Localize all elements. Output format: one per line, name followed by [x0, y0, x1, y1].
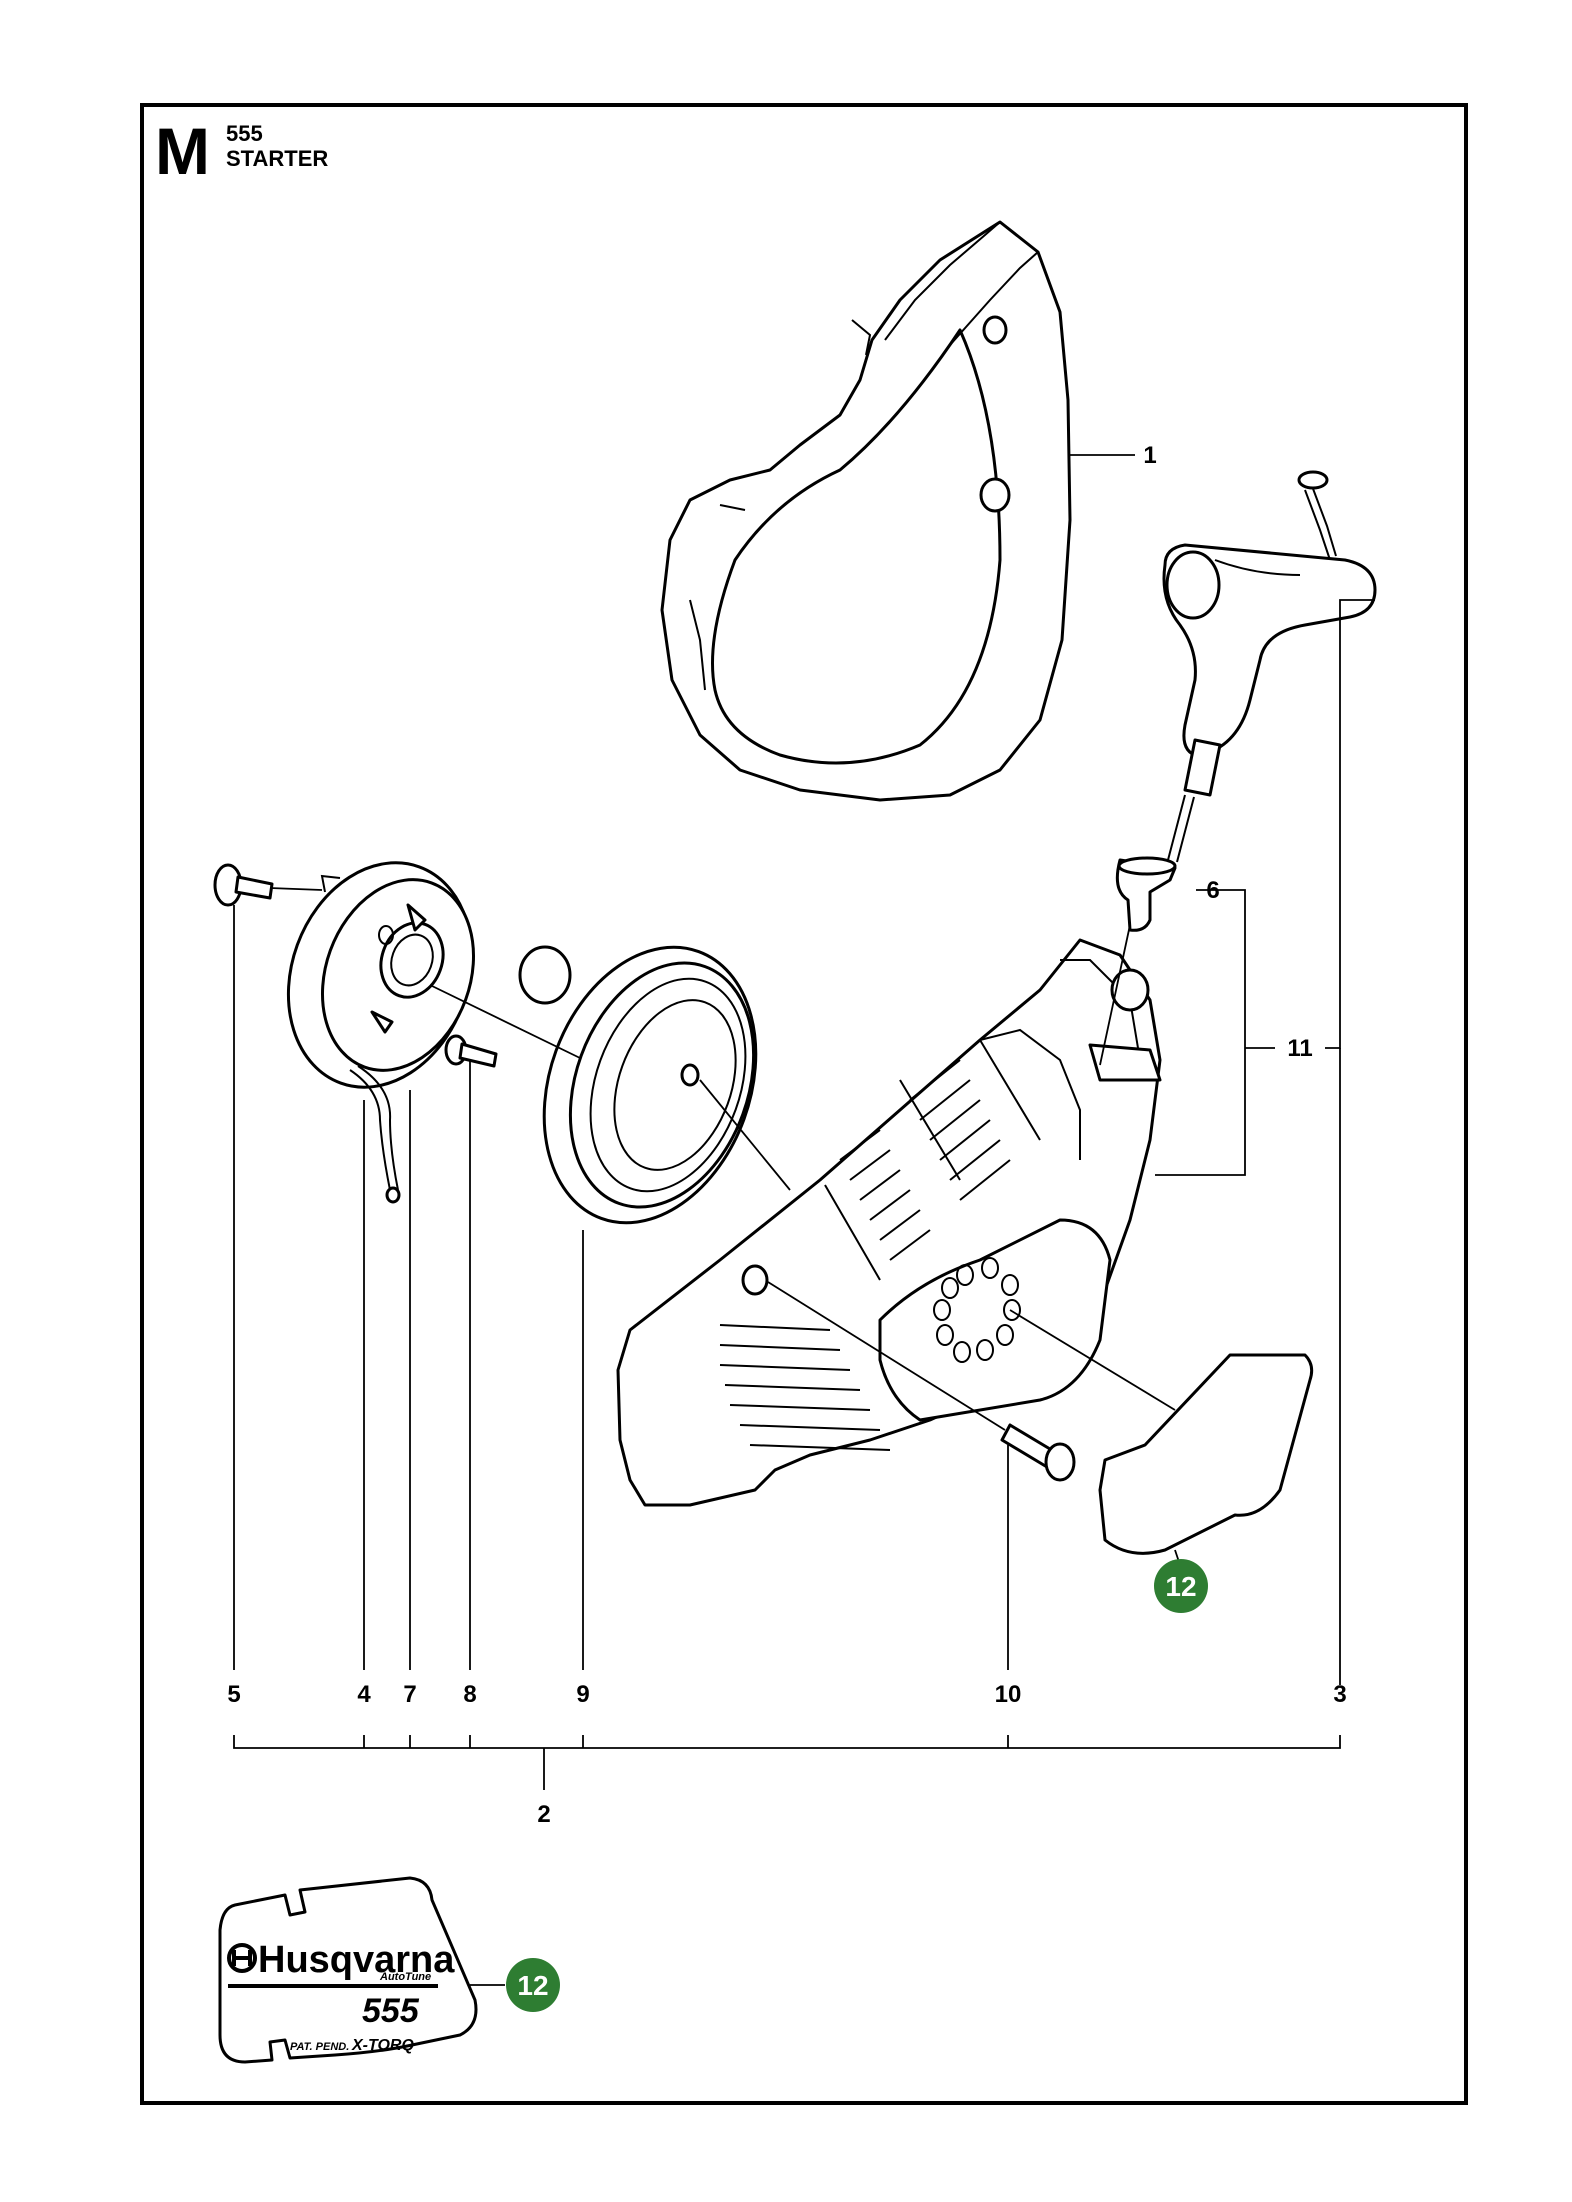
housing-hole-ring: [933, 1257, 1021, 1363]
callout-9: 9: [576, 1681, 589, 1708]
callout-3: 3: [1333, 1681, 1346, 1708]
decal-subline: AutoTune: [379, 1971, 431, 1983]
badge-12-lower: 12: [506, 1958, 560, 2012]
part-3-starter-handle: [1162, 470, 1377, 863]
husqvarna-crown-icon: [227, 1943, 257, 1973]
callout-6: 6: [1206, 877, 1219, 904]
part-12-decal-plate: [1098, 1353, 1314, 1555]
decal-tech: X-TORQ: [351, 2037, 414, 2054]
callout-1: 1: [1143, 442, 1156, 469]
part-9-spring-cassette: [518, 945, 758, 1225]
callout-2: 2: [537, 1801, 550, 1828]
leader-lines: [233, 454, 1375, 1986]
callout-11: 11: [1287, 1035, 1312, 1062]
part-6-rope-bushing: [1115, 856, 1177, 932]
part-10-housing-bolt: [1000, 1423, 1076, 1482]
section-letter: M: [155, 114, 210, 188]
callout-10: 10: [995, 1681, 1022, 1708]
decal-model: 555: [362, 1992, 420, 2030]
assembly-center-lines: [269, 887, 1176, 1431]
badge-12-lower-text: 12: [517, 1970, 548, 2001]
decal-artwork: Husqvarna AutoTune 555 PAT. PEND. X-TORQ: [218, 1876, 478, 2064]
callout-8: 8: [463, 1681, 476, 1708]
section-title: STARTER: [226, 146, 329, 171]
drawing-frame: [140, 103, 1468, 2105]
callout-labels: 1 6 11 5 4 7 8 9 10 3 2: [227, 442, 1346, 1828]
callout-4: 4: [357, 1681, 371, 1708]
decal-patent: PAT. PEND.: [290, 2041, 349, 2053]
part-4-starter-rope: [349, 1065, 401, 1204]
badge-12-upper: 12: [1154, 1559, 1208, 1613]
part-8-screw: [444, 1034, 498, 1068]
part-1-cover-guard: [660, 220, 1072, 802]
badge-12-upper-text: 12: [1165, 1571, 1196, 1602]
decal-brand: Husqvarna: [258, 1939, 455, 1981]
callout-5: 5: [227, 1681, 240, 1708]
part-5-screw: [213, 863, 274, 907]
part-7-starter-pulley: [286, 861, 476, 1089]
callout-7: 7: [403, 1681, 416, 1708]
part-11-starter-housing: [616, 938, 1162, 1507]
model-number: 555: [226, 121, 263, 146]
